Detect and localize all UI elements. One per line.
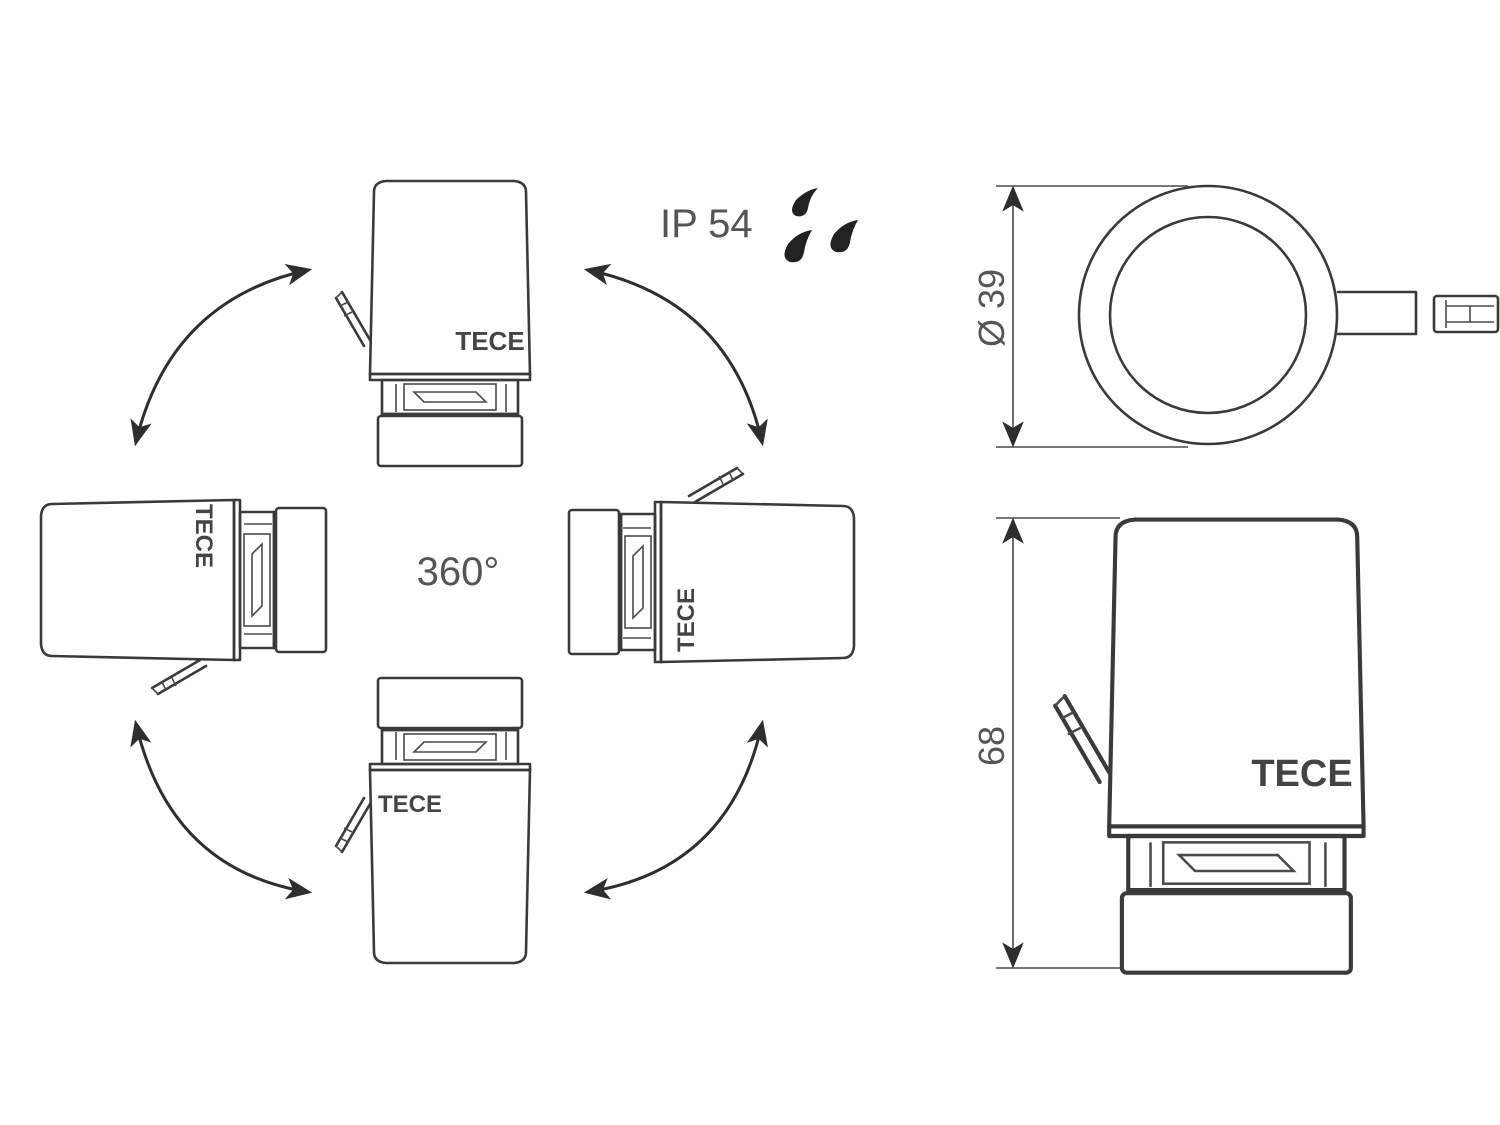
brand-logo: TECE: [190, 504, 217, 568]
diameter-label: Ø 39: [971, 269, 1012, 347]
brand-logo: TECE: [378, 791, 442, 818]
actuator-front-view: [1055, 520, 1363, 973]
actuator-right: [567, 466, 856, 664]
brand-logo: TECE: [1251, 753, 1352, 795]
actuator-top-view: [1077, 184, 1500, 446]
water-drop-icon: [784, 188, 858, 263]
ip-rating: IP 54: [660, 202, 753, 246]
brand-logo: TECE: [673, 588, 700, 652]
actuator-top: TECE: [334, 179, 532, 468]
dimension-arrow-icon: [996, 185, 1188, 448]
actuator-bottom: [334, 676, 532, 965]
rotation-label: 360°: [417, 550, 500, 594]
actuator-left: [39, 498, 328, 696]
brand-logo: TECE: [455, 326, 524, 356]
height-label: 68: [971, 726, 1012, 766]
rotation-arrow-icon: [130, 263, 768, 900]
dimension-arrow-icon: [996, 517, 1120, 969]
